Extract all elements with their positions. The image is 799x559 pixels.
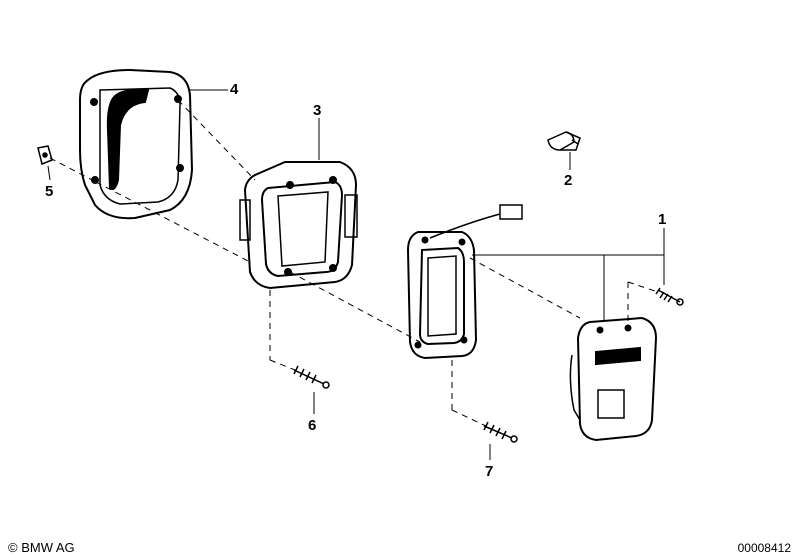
part-1-lens-cover — [569, 316, 658, 442]
leader-1 — [472, 228, 665, 320]
callout-4: 4 — [230, 81, 239, 98]
callout-3: 3 — [313, 102, 322, 119]
copyright-label: © BMW AG — [8, 540, 75, 555]
part-7-screw — [483, 421, 518, 443]
part-6-screw — [293, 365, 330, 389]
part-3-gasket-frame — [239, 161, 358, 290]
callout-5: 5 — [45, 183, 54, 200]
part-4-housing-cup — [79, 68, 194, 220]
callout-2: 2 — [564, 172, 573, 189]
callout-7: 7 — [485, 463, 494, 480]
leader-5 — [47, 165, 51, 181]
drawing-number: 00008412 — [737, 541, 791, 555]
part-5-clip-nut — [37, 145, 53, 166]
part-lamp-base-with-cable — [406, 204, 523, 360]
part-2-bulb — [547, 131, 581, 151]
callout-1: 1 — [658, 211, 667, 228]
part-1-screw — [655, 287, 684, 306]
assembly-axis-lines — [49, 99, 659, 427]
callout-6: 6 — [308, 417, 317, 434]
